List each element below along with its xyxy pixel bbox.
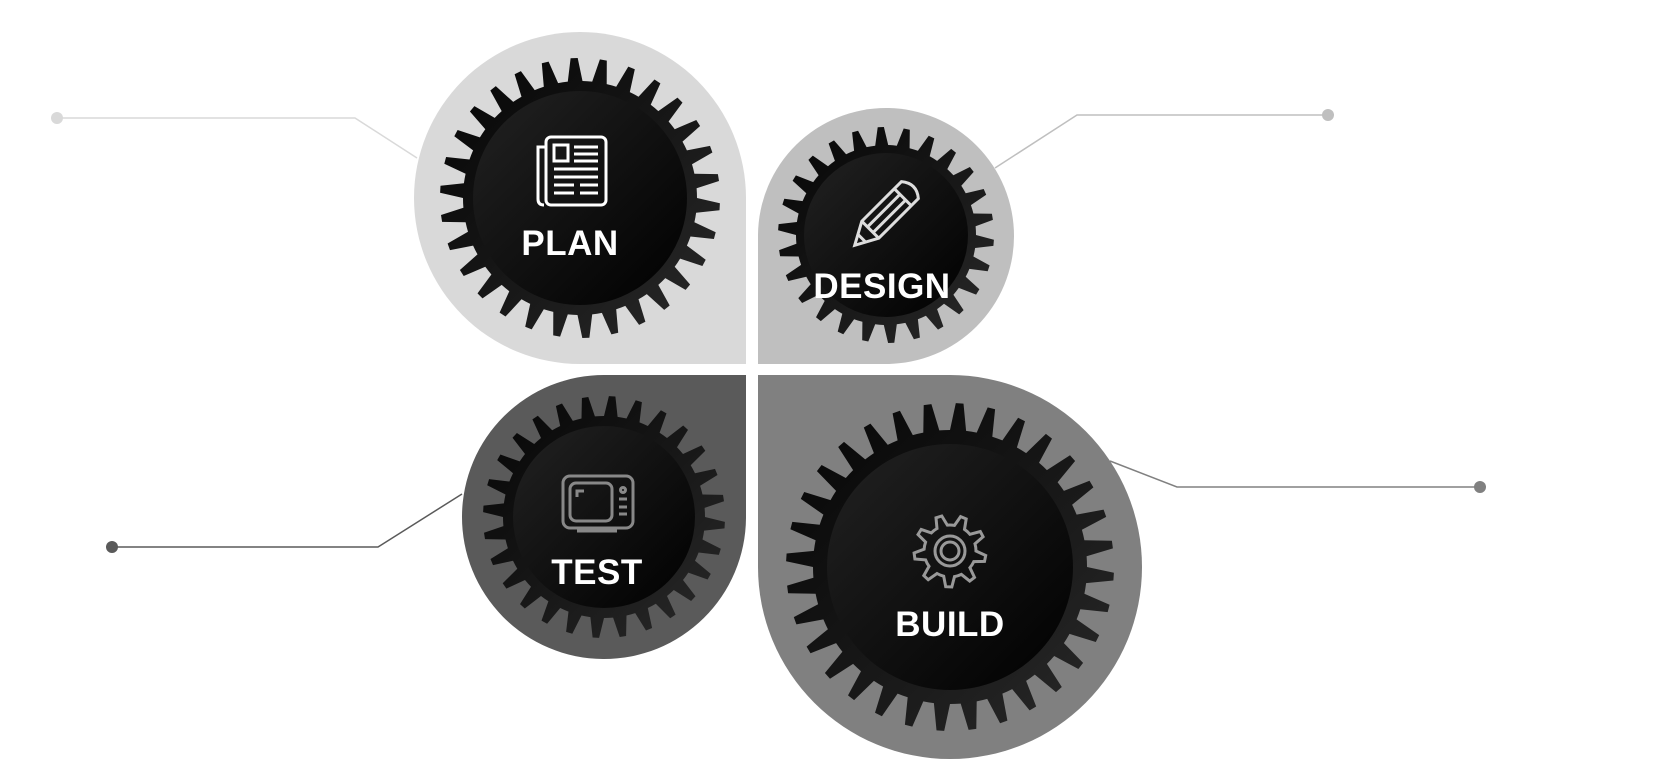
connector-dot <box>1474 481 1486 493</box>
connector-test <box>106 493 463 553</box>
connector-design <box>994 109 1334 169</box>
build-label: BUILD <box>895 605 1004 644</box>
plan-label: PLAN <box>521 224 618 263</box>
test-label: TEST <box>551 553 642 592</box>
connector-build <box>1109 460 1486 493</box>
connector-plan <box>51 112 418 159</box>
pencil-icon <box>852 180 920 248</box>
monitor-icon <box>561 474 635 533</box>
connector-dot <box>106 541 118 553</box>
design-gear-hub <box>804 153 968 317</box>
plan-gear-hub <box>473 91 687 305</box>
test-gear-hub <box>513 426 695 608</box>
newspaper-icon <box>536 135 608 207</box>
gear-icon <box>912 514 988 589</box>
design-label: DESIGN <box>813 267 950 306</box>
connector-dot <box>51 112 63 124</box>
connector-dot <box>1322 109 1334 121</box>
